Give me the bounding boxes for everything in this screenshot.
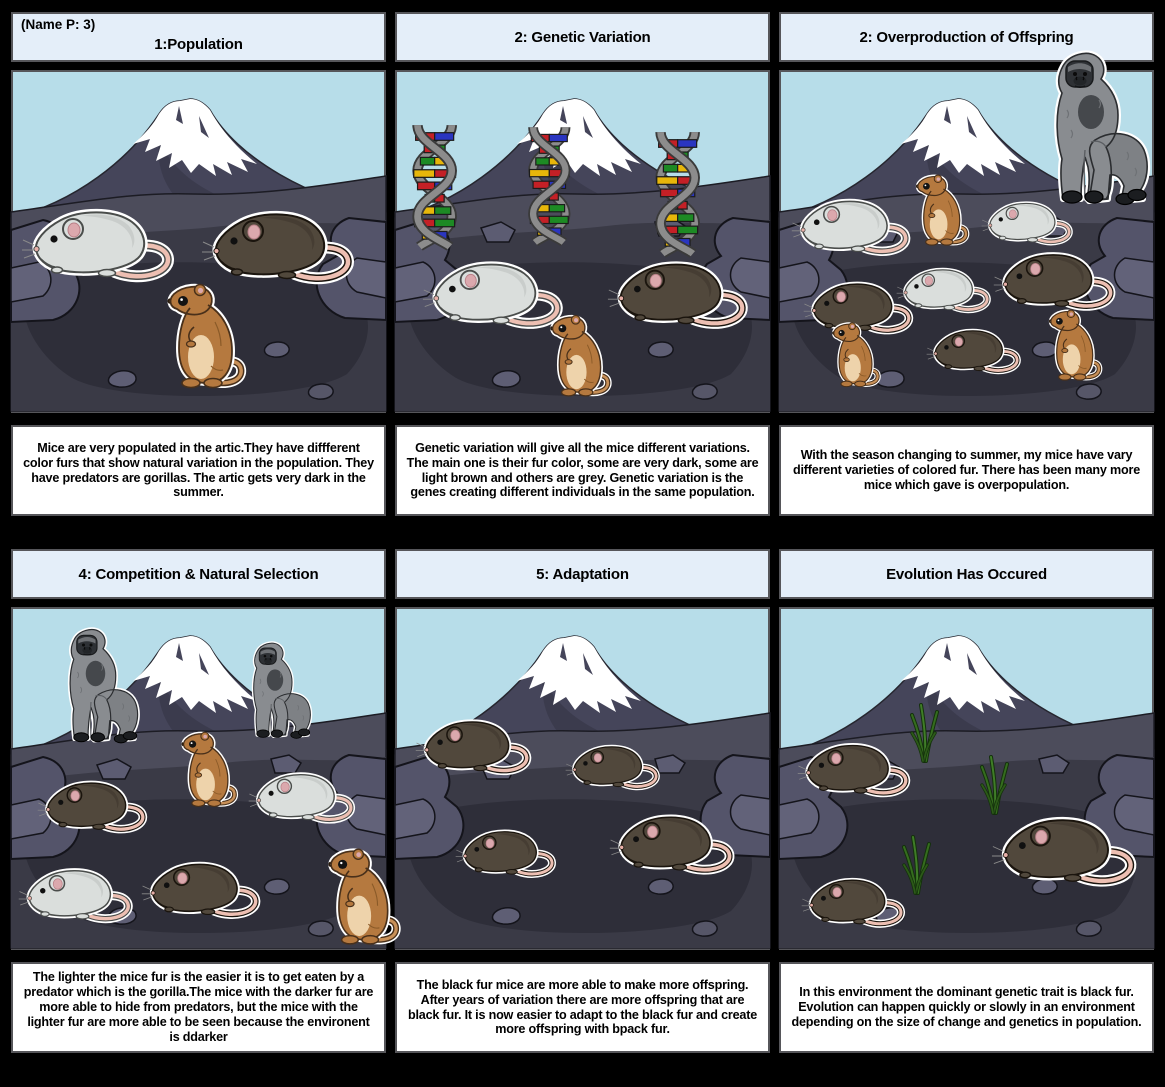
cell-caption-text: Mice are very populated in the artic.The… [23, 440, 374, 500]
cell-scene [10, 607, 386, 950]
storyboard-row-bottom: 4: Competition & Natural Selection The l… [10, 549, 1155, 1053]
cell-title: 2: Overproduction of Offspring [859, 28, 1074, 46]
cell-title: 1:Population [154, 35, 243, 53]
cell-title-bar: 5: Adaptation [395, 549, 770, 599]
cell-caption: In this environment the dominant genetic… [779, 962, 1154, 1053]
cell-scene [394, 607, 771, 950]
cell-title-bar: Evolution Has Occured [779, 549, 1154, 599]
cell-caption-text: In this environment the dominant genetic… [791, 985, 1142, 1029]
cell-title: 5: Adaptation [536, 565, 629, 583]
cell-title-bar: 2: Genetic Variation [395, 12, 770, 62]
storyboard-cell: 5: Adaptation The black fur mice are mor… [394, 549, 771, 1053]
cell-caption: The black fur mice are more able to make… [395, 962, 770, 1053]
cell-scene [778, 607, 1155, 950]
author-name-label: (Name P: 3) [21, 17, 96, 32]
storyboard-cell: 2: Overproduction of Offspring With the … [778, 12, 1155, 516]
storyboard-cell: 4: Competition & Natural Selection The l… [10, 549, 386, 1053]
cell-scene [10, 70, 387, 413]
cell-scene [778, 70, 1155, 413]
cell-title-bar: 4: Competition & Natural Selection [11, 549, 386, 599]
cell-caption: The lighter the mice fur is the easier i… [11, 962, 386, 1053]
cell-caption: Genetic variation will give all the mice… [395, 425, 770, 516]
cell-title: 4: Competition & Natural Selection [78, 565, 319, 583]
cell-caption-text: With the season changing to summer, my m… [792, 448, 1141, 492]
cell-caption-text: The black fur mice are more able to make… [407, 977, 758, 1037]
cell-scene [394, 70, 771, 413]
cell-title: Evolution Has Occured [886, 565, 1047, 583]
storyboard-cell: Evolution Has Occured In this environmen… [778, 549, 1155, 1053]
storyboard-cell: (Name P: 3) 1:Population Mice are very p… [10, 12, 387, 516]
cell-caption: With the season changing to summer, my m… [779, 425, 1154, 516]
cell-caption: Mice are very populated in the artic.The… [11, 425, 386, 516]
cell-caption-text: The lighter the mice fur is the easier i… [23, 970, 374, 1044]
storyboard-cell: 2: Genetic Variation Genetic variation w… [394, 12, 771, 516]
cell-title: 2: Genetic Variation [514, 28, 651, 46]
cell-caption-text: Genetic variation will give all the mice… [406, 440, 759, 500]
storyboard-row-top: (Name P: 3) 1:Population Mice are very p… [10, 12, 1155, 516]
cell-title-bar: (Name P: 3) 1:Population [11, 12, 386, 62]
